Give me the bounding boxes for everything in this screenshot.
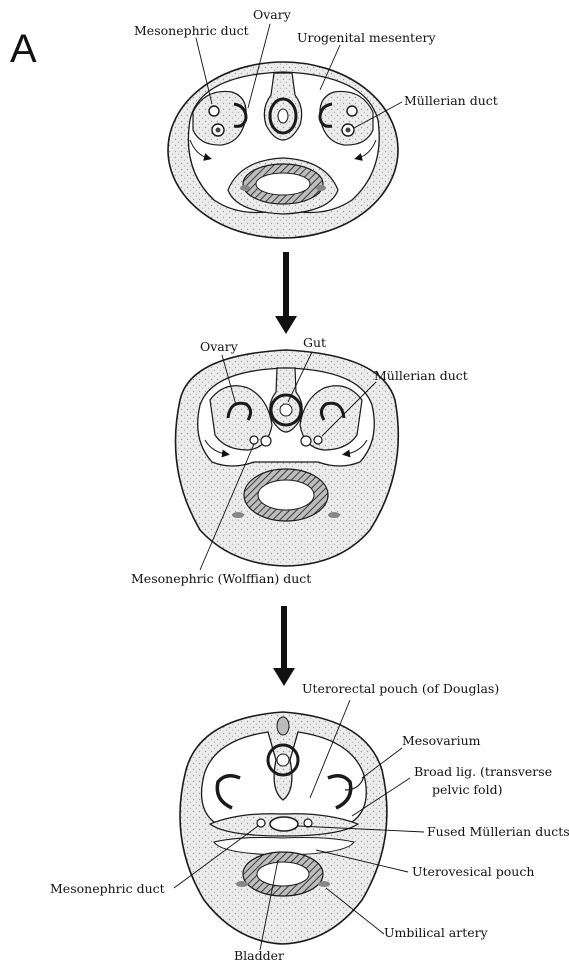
down-arrow-2 — [273, 606, 295, 686]
left-umbilical-artery — [232, 512, 244, 518]
left-mesonephric-duct — [209, 106, 219, 116]
right-mullerian-duct — [301, 436, 311, 446]
label-broad-lig-line2: pelvic fold) — [432, 782, 502, 797]
left-umbilical-artery — [236, 881, 248, 887]
label-uterovesical-pouch: Uterovesical pouch — [412, 864, 534, 879]
label-uterorectal-pouch: Uterorectal pouch (of Douglas) — [302, 681, 499, 696]
label-mesonephric-wolffian-duct: Mesonephric (Wolffian) duct — [131, 571, 311, 586]
left-mullerian-duct — [261, 436, 271, 446]
stage-2-cross-section: Ovary Gut Müllerian duct Mesonephric (Wo… — [131, 335, 468, 586]
label-ovary: Ovary — [200, 339, 239, 354]
right-umbilical-artery — [328, 512, 340, 518]
fused-mullerian-ducts — [270, 817, 298, 831]
stage-1-cross-section: Mesonephric duct Ovary Urogenital mesent… — [134, 7, 498, 238]
right-mesonephric-duct — [304, 819, 312, 827]
right-mesonephric-duct — [314, 436, 322, 444]
right-mesonephric-duct — [347, 106, 357, 116]
label-urogenital-mesentery: Urogenital mesentery — [297, 30, 436, 45]
panel-letter: A — [10, 27, 37, 71]
label-fused-mullerian-ducts: Fused Müllerian ducts — [427, 824, 569, 839]
bladder-lumen — [257, 862, 309, 886]
left-mullerian-lumen — [216, 128, 221, 133]
label-broad-lig-line1: Broad lig. (transverse — [414, 764, 552, 779]
label-mullerian-duct: Müllerian duct — [404, 93, 498, 108]
label-mesonephric-duct: Mesonephric duct — [50, 881, 165, 896]
down-arrow-1 — [275, 252, 297, 334]
left-umbilical-artery — [240, 185, 250, 191]
left-mesonephric-duct — [250, 436, 258, 444]
gut-lumen — [278, 109, 288, 123]
bladder-lumen — [256, 173, 310, 195]
label-mullerian-duct: Müllerian duct — [374, 368, 468, 383]
label-umbilical-artery: Umbilical artery — [384, 925, 489, 940]
label-mesonephric-duct: Mesonephric duct — [134, 23, 249, 38]
left-mesonephric-duct — [257, 819, 265, 827]
bladder-lumen — [258, 480, 314, 510]
gut-lumen — [280, 404, 292, 416]
label-bladder: Bladder — [234, 948, 284, 963]
gut-lumen — [277, 754, 289, 766]
aorta — [277, 717, 289, 735]
label-mesovarium: Mesovarium — [402, 733, 481, 748]
label-gut: Gut — [303, 335, 326, 350]
right-mullerian-lumen — [346, 128, 351, 133]
right-umbilical-artery — [316, 185, 326, 191]
stage-3-cross-section: Uterorectal pouch (of Douglas) Mesovariu… — [50, 681, 569, 963]
label-ovary: Ovary — [253, 7, 292, 22]
right-umbilical-artery — [318, 881, 330, 887]
